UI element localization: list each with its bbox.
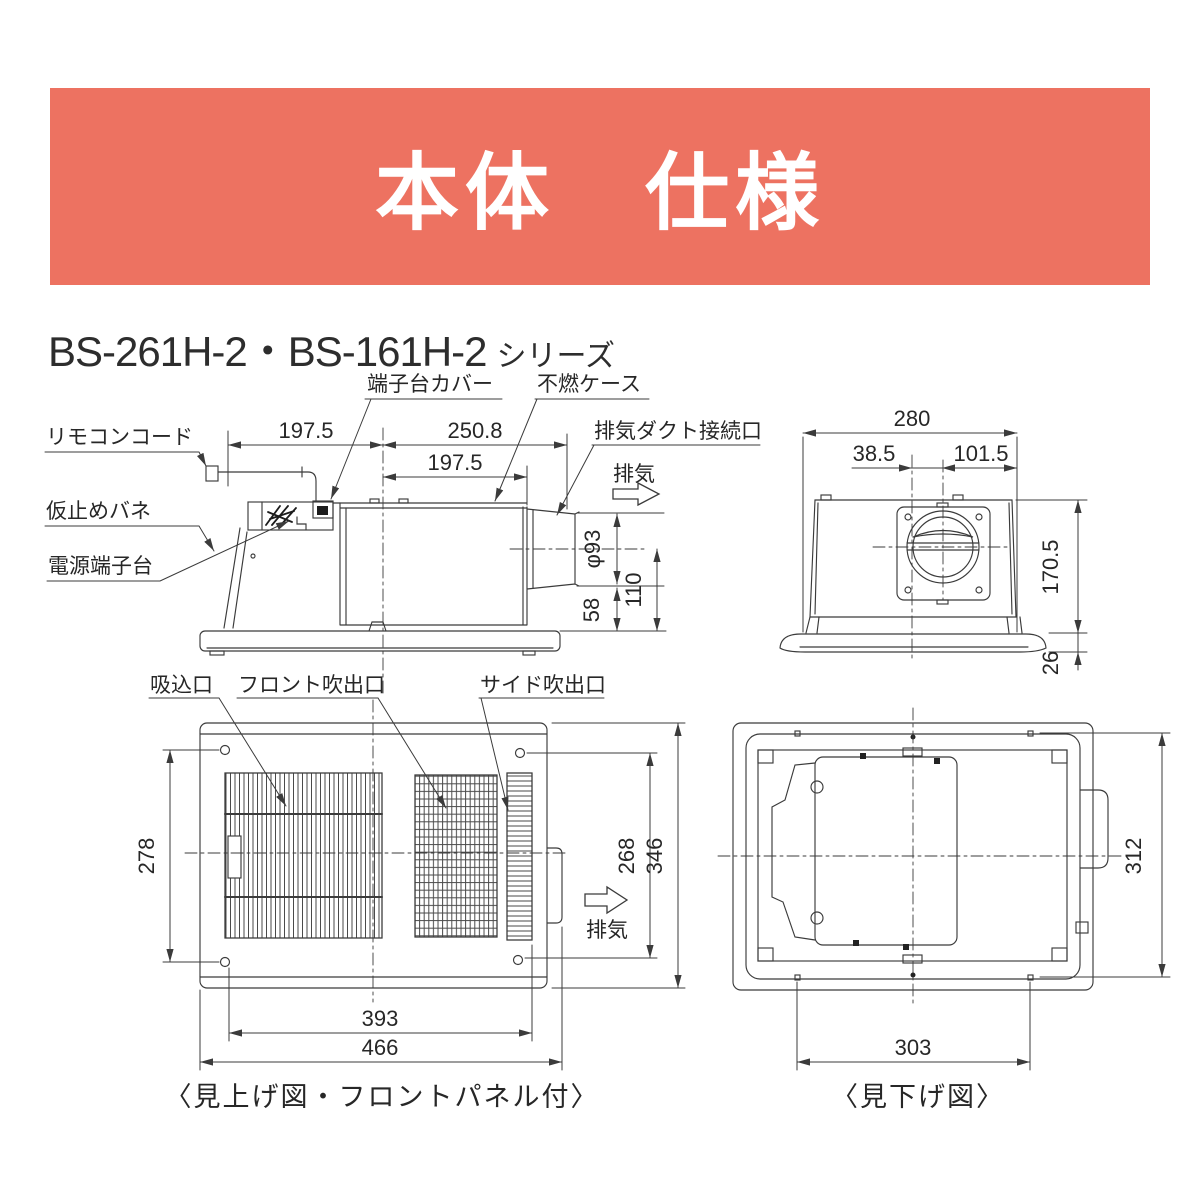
dim-58: 58 bbox=[579, 598, 604, 622]
screw-hole bbox=[512, 954, 524, 966]
side-view-drawing: リモコンコード 仮止めバネ 電源端子台 端子台カバー 不燃ケース 排気ダクト接続… bbox=[44, 373, 762, 696]
dim-268: 268 bbox=[614, 838, 639, 875]
dim-197-5-left: 197.5 bbox=[278, 418, 333, 443]
label-remote-cord: リモコンコード bbox=[46, 426, 193, 449]
screw-hole bbox=[219, 956, 231, 968]
top-view-drawing: 312 303 〈見下げ図〉 bbox=[717, 707, 1171, 1112]
screw-hole bbox=[514, 747, 526, 759]
duct-stub-top-view bbox=[1079, 789, 1109, 869]
series-suffix: シリーズ bbox=[496, 340, 616, 373]
label-temporary-spring: 仮止めバネ bbox=[46, 500, 151, 523]
screw-hole bbox=[219, 744, 231, 756]
grille-handle bbox=[227, 835, 242, 879]
dim-phi93: φ93 bbox=[580, 530, 605, 569]
rear-ceiling-panel bbox=[779, 633, 1047, 653]
page-title: 本体 仕様 bbox=[374, 146, 825, 240]
duct-plate bbox=[896, 506, 991, 601]
fan-scroll bbox=[771, 762, 816, 941]
dim-393: 393 bbox=[362, 1006, 399, 1031]
fan-case bbox=[814, 756, 958, 946]
exhaust-arrow-icon bbox=[584, 885, 629, 915]
front-outlet-grille bbox=[414, 774, 498, 938]
rear-body bbox=[809, 499, 1017, 618]
noncombustible-case-body bbox=[332, 502, 528, 509]
remote-cord bbox=[217, 466, 317, 502]
rear-view-drawing: 280 38.5 101.5 170.5 26 bbox=[779, 406, 1088, 675]
dim-110: 110 bbox=[621, 572, 646, 607]
bottom-view-drawing: 吸込口 フロント吹出口 サイド吹出口 排気 278 268 346 393 46… bbox=[134, 674, 686, 1112]
dim-466: 466 bbox=[362, 1035, 399, 1060]
label-front-outlet: フロント吹出口 bbox=[238, 674, 385, 697]
remote-cord-plug bbox=[205, 465, 219, 482]
top-view-caption: 〈見下げ図〉 bbox=[831, 1082, 1005, 1112]
dim-170-5: 170.5 bbox=[1038, 539, 1063, 594]
mount-hole bbox=[794, 730, 801, 737]
damper-plate bbox=[912, 529, 974, 538]
dim-38-5: 38.5 bbox=[853, 441, 896, 466]
label-side-outlet: サイド吹出口 bbox=[480, 674, 606, 697]
label-terminal-cover: 端子台カバー bbox=[367, 373, 493, 396]
dim-346: 346 bbox=[642, 838, 667, 875]
dim-197-5-inner: 197.5 bbox=[427, 450, 482, 475]
inner-frame bbox=[757, 749, 1068, 962]
series-title: BS-261H-2・BS-161H-2 シリーズ bbox=[48, 318, 615, 379]
dim-280: 280 bbox=[894, 406, 931, 431]
dim-312: 312 bbox=[1121, 838, 1146, 875]
side-exhaust-stub bbox=[546, 847, 563, 924]
intake-grille bbox=[224, 772, 383, 939]
mount-hole bbox=[1027, 974, 1034, 981]
header-banner: 本体 仕様 bbox=[50, 88, 1150, 285]
label-exhaust-duct-port: 排気ダクト接続口 bbox=[594, 420, 762, 443]
dim-250-8: 250.8 bbox=[447, 418, 502, 443]
front-panel bbox=[199, 722, 548, 989]
dim-278: 278 bbox=[134, 838, 159, 875]
side-outlet-louver bbox=[506, 772, 533, 941]
exhaust-arrow-icon bbox=[612, 481, 661, 507]
dim-26: 26 bbox=[1038, 651, 1063, 675]
dim-101-5: 101.5 bbox=[953, 441, 1008, 466]
label-exhaust-side: 排気 bbox=[613, 463, 655, 486]
label-noncombustible-case: 不燃ケース bbox=[537, 373, 641, 396]
mount-hole bbox=[1027, 730, 1034, 737]
label-exhaust-bottom: 排気 bbox=[586, 919, 628, 942]
mount-hole bbox=[794, 974, 801, 981]
series-models: BS-261H-2・BS-161H-2 bbox=[48, 328, 488, 375]
label-intake: 吸込口 bbox=[150, 674, 213, 697]
bottom-view-caption: 〈見上げ図・フロントパネル付〉 bbox=[165, 1082, 600, 1112]
dim-303: 303 bbox=[895, 1035, 932, 1060]
side-ceiling-panel bbox=[199, 630, 561, 652]
spring-hatch bbox=[265, 505, 297, 527]
label-power-terminal: 電源端子台 bbox=[48, 555, 153, 578]
